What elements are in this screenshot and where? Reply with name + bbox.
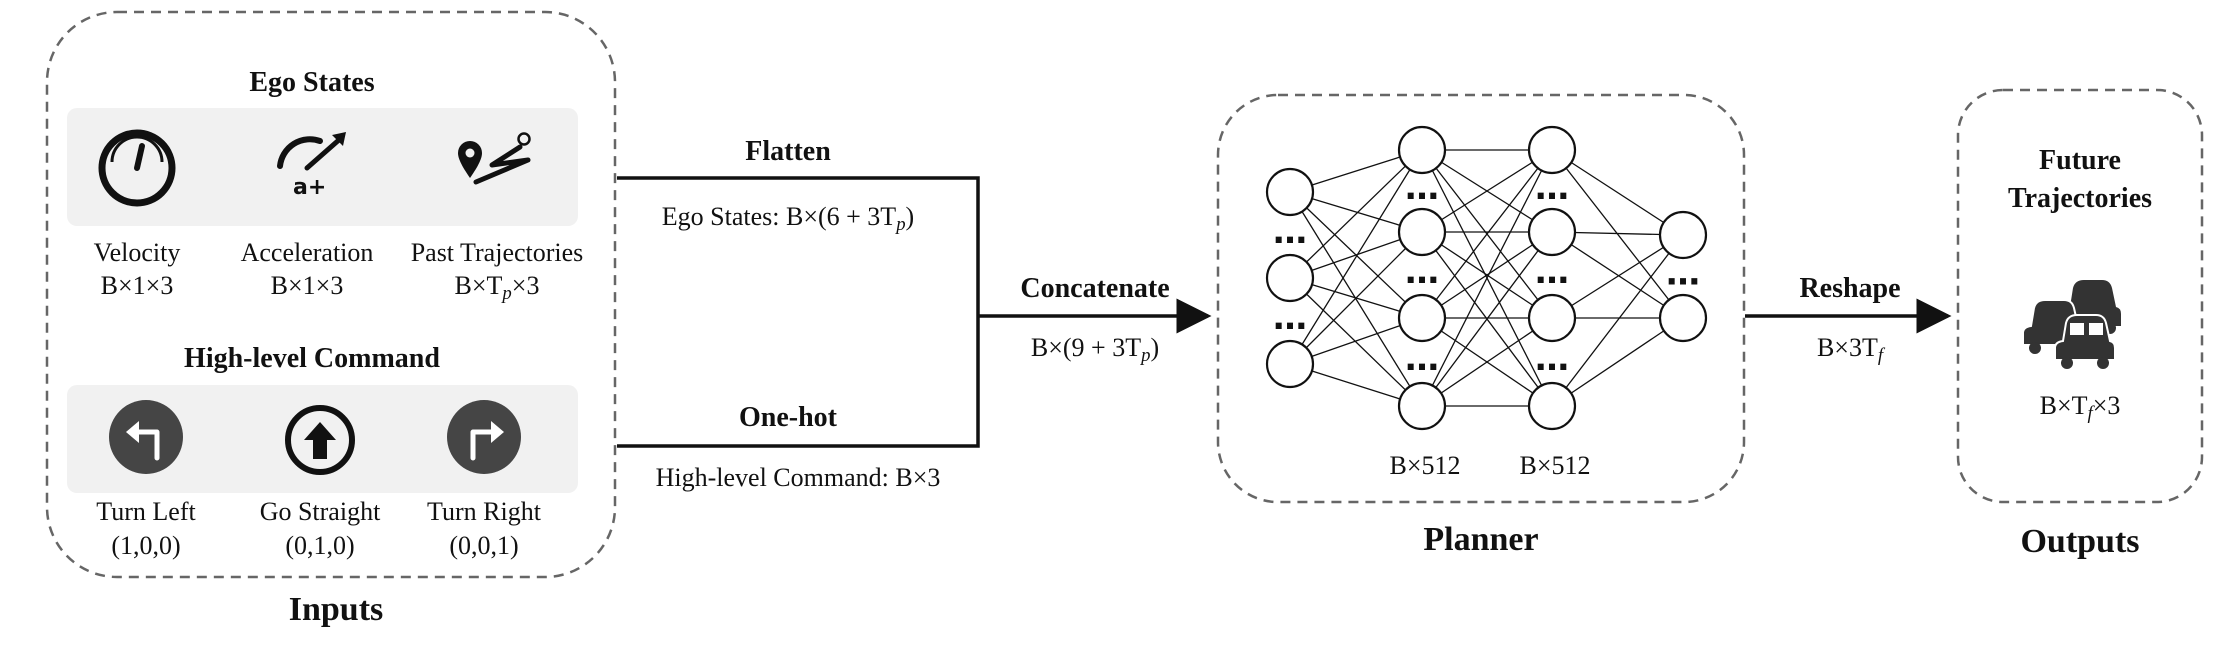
planner-caption: Planner	[1423, 521, 1539, 558]
turn-left-label: Turn Left	[96, 497, 196, 526]
network-edge	[1421, 317, 1553, 407]
velocity-label: Velocity	[93, 238, 181, 267]
network-edge	[1289, 149, 1423, 279]
speedometer-icon	[98, 129, 176, 207]
turn-left-code: (1,0,0)	[111, 531, 181, 560]
outputs-shape: B×Tf×3	[2039, 391, 2121, 425]
ego-states-heading: Ego States	[249, 67, 375, 98]
ego-states-panel	[67, 108, 578, 226]
svg-text:a+: a+	[293, 175, 326, 200]
network-edge	[1421, 149, 1553, 407]
turn-left-icon	[109, 400, 183, 474]
inputs-box	[45, 10, 617, 579]
concatenate-label: Concatenate	[1020, 273, 1170, 304]
neuron-ellipsis: …	[1405, 168, 1439, 208]
neuron-layer-4	[1658, 210, 1708, 260]
cars-icon	[2022, 280, 2121, 369]
go-straight-code: (0,1,0)	[285, 531, 355, 560]
neuron-layer-1	[1265, 167, 1315, 217]
past-trajectories-label: Past Trajectories	[410, 238, 584, 267]
outputs-box	[1956, 88, 2204, 504]
acceleration-label: Acceleration	[240, 238, 374, 267]
acceleration-gauge-icon: a+	[277, 132, 346, 200]
neuron-layer-3	[1527, 207, 1577, 257]
network-edge	[1551, 149, 1684, 236]
neuron-ellipsis: …	[1273, 212, 1307, 252]
network-edge	[1551, 234, 1684, 407]
neuron-layer-2	[1397, 381, 1447, 431]
neuron-layer-4	[1658, 293, 1708, 343]
network-edge	[1421, 149, 1553, 319]
concatenate-desc: B×(9 + 3Tp)	[1030, 333, 1160, 367]
network-edge	[1421, 231, 1553, 407]
neuron-ellipsis: …	[1535, 168, 1569, 208]
command-heading: High-level Command	[184, 343, 440, 374]
neuron-ellipsis: …	[1666, 254, 1700, 294]
flatten-label: Flatten	[745, 136, 831, 167]
connector-lines	[617, 176, 1952, 448]
neuron-ellipsis: …	[1405, 339, 1439, 379]
network-edge	[1289, 277, 1423, 407]
inputs-caption: Inputs	[288, 591, 384, 628]
neuron-layer-1	[1265, 253, 1315, 303]
onehot-label: One-hot	[739, 402, 837, 433]
network-edge	[1421, 231, 1553, 319]
turn-right-icon	[447, 400, 521, 474]
network-edge	[1289, 231, 1423, 365]
flatten-line	[617, 176, 980, 448]
network-edge	[1551, 231, 1684, 319]
onehot-desc: High-level Command: B×3	[655, 463, 941, 492]
flatten-desc: Ego States: B×(6 + 3Tp)	[661, 202, 915, 236]
neuron-layer-3	[1527, 125, 1577, 175]
neuron-layer-1	[1265, 339, 1315, 389]
network-edge	[1551, 234, 1684, 319]
hidden-layer-1-size: B×512	[1389, 451, 1461, 480]
hidden-layer-2-size: B×512	[1519, 451, 1591, 480]
reshape-desc: B×3Tf	[1816, 333, 1884, 367]
neuron-layer-3	[1527, 293, 1577, 343]
go-straight-icon	[285, 405, 355, 475]
neuron-ellipsis: …	[1405, 252, 1439, 292]
go-straight-label: Go Straight	[259, 497, 381, 526]
neuron-layer-2	[1397, 207, 1447, 257]
neuron-layer-2	[1397, 293, 1447, 343]
neuron-layer-2	[1397, 125, 1447, 175]
network-connections	[1289, 149, 1684, 407]
reshape-label: Reshape	[1799, 273, 1901, 304]
network-edge	[1289, 149, 1423, 365]
route-pin-icon	[458, 132, 531, 185]
outputs-title-line2: Trajectories	[2007, 183, 2153, 214]
outputs-caption: Outputs	[2020, 523, 2140, 560]
neuron-ellipsis: …	[1535, 252, 1569, 292]
neuron-ellipsis: …	[1273, 298, 1307, 338]
network-edge	[1289, 191, 1423, 407]
network-edge	[1551, 317, 1684, 407]
network-ellipses: … … … … … … … … …	[1273, 168, 1700, 379]
outputs-title-line1: Future	[2039, 145, 2121, 176]
neuron-ellipsis: …	[1535, 339, 1569, 379]
velocity-shape: B×1×3	[100, 271, 174, 300]
past-trajectories-shape: B×Tp×3	[454, 271, 540, 305]
network-edge	[1421, 149, 1553, 233]
turn-right-label: Turn Right	[427, 497, 541, 526]
network-neurons	[1265, 125, 1708, 431]
neuron-layer-3	[1527, 381, 1577, 431]
turn-right-code: (0,0,1)	[449, 531, 519, 560]
acceleration-shape: B×1×3	[270, 271, 344, 300]
